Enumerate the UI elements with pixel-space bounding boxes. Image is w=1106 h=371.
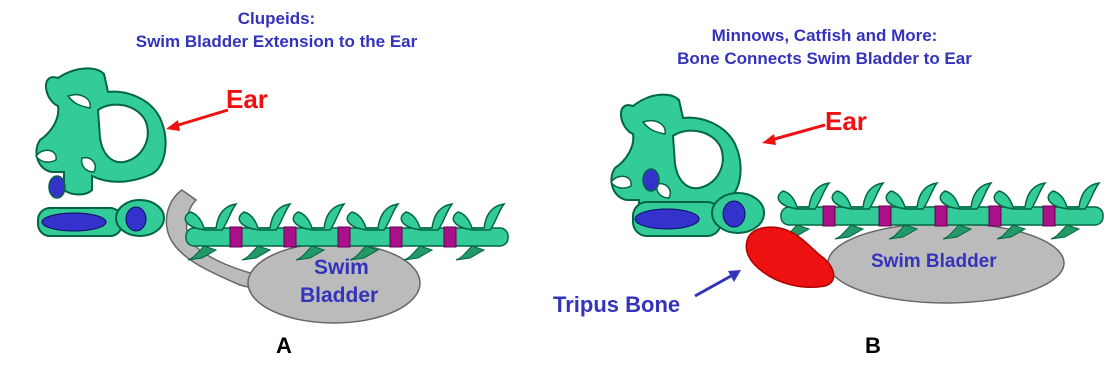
panel-a-swim-bladder-label: Swim Bladder	[300, 254, 420, 310]
panel-b-tripus-label: Tripus Bone	[553, 292, 680, 318]
tripus-arrow	[695, 276, 731, 296]
panel-a: Clupeids: Swim Bladder Extension to the …	[0, 0, 553, 371]
panel-b-ear-label: Ear	[825, 106, 867, 137]
ear-arrowhead	[166, 120, 180, 131]
inner-ear	[36, 68, 166, 236]
panel-a-ear-label: Ear	[226, 84, 268, 115]
panel-b-letter: B	[853, 333, 893, 359]
ear-arrowhead-b	[762, 134, 776, 145]
tripus-bone	[746, 227, 833, 287]
swim-bladder-line1: Swim	[300, 254, 420, 282]
ear-arrow-b	[771, 125, 825, 140]
panel-b-swim-bladder-label: Swim Bladder	[871, 251, 997, 273]
panel-b: Minnows, Catfish and More: Bone Connects…	[553, 0, 1106, 371]
inner-ear-b	[611, 95, 764, 236]
swim-bladder-line2: Bladder	[300, 282, 420, 310]
panel-a-diagram	[0, 0, 553, 371]
panel-a-letter: A	[264, 333, 304, 359]
ear-arrow	[175, 110, 228, 126]
